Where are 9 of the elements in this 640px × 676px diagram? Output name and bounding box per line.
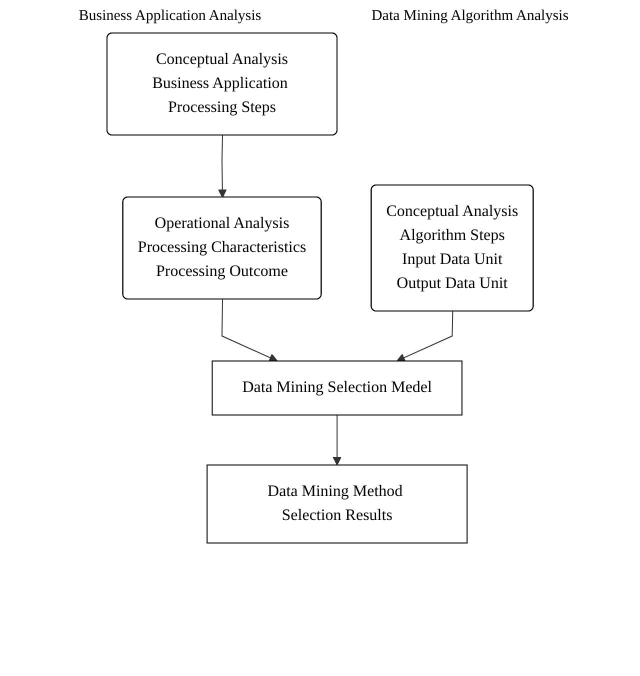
column-heading: Data Mining Algorithm Analysis <box>370 8 570 25</box>
arrow <box>221 299 278 362</box>
arrow <box>332 414 342 466</box>
column-heading: Business Application Analysis <box>78 8 262 25</box>
node-box: Data Mining Method Selection Results <box>206 464 468 544</box>
node-text: Conceptual Analysis Business Application Processing Steps <box>152 51 288 116</box>
arrow <box>396 311 454 362</box>
node-box: Data Mining Selection Medel <box>212 360 462 416</box>
arrow <box>218 135 227 198</box>
